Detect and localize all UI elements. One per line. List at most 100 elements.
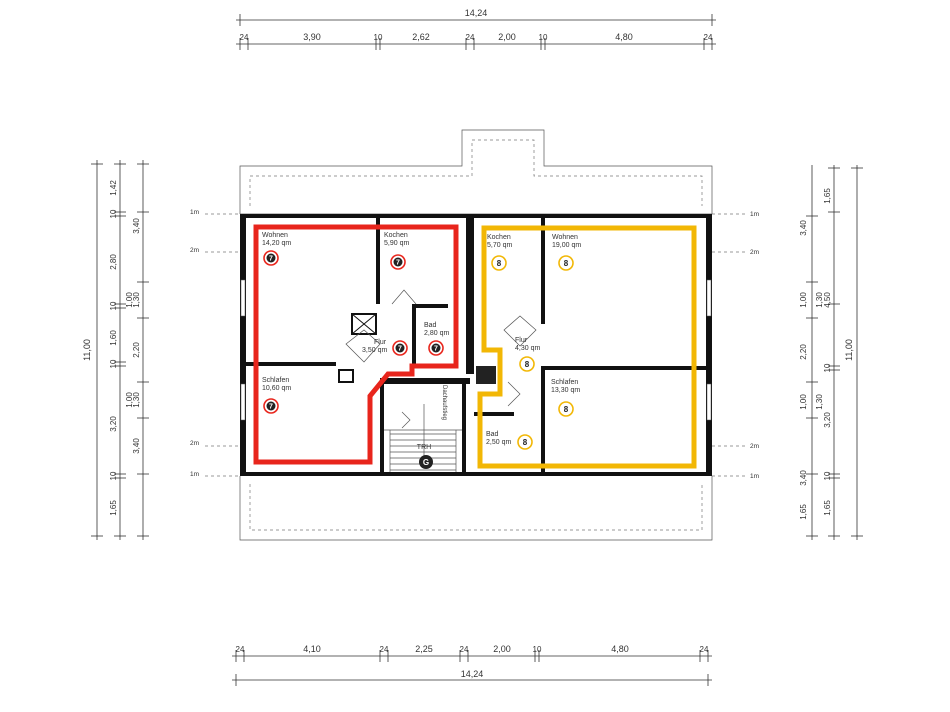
right-inner-seg-1: 1,65 [823,188,832,204]
right-seg-4: 1,00 [799,394,808,410]
left-seg-4: 10 [109,301,118,310]
level-right-2: 2m [750,249,759,256]
left-inner-seg-4: 1,30 [132,392,141,408]
left-seg-5: 1,60 [109,330,118,346]
room-7-bad-name: Bad [424,322,437,329]
stair-symbol: G [423,458,429,467]
room-7-schlafen-area: 10,60 qm [262,385,291,392]
level-left-3: 2m [190,440,199,447]
stair-symbol-circle [419,455,433,469]
room-8-wohnen-area: 19,00 qm [552,242,581,249]
top-seg-3: 10 [374,33,383,42]
top-seg-4: 2,62 [412,32,430,42]
unit-7-outline [253,224,459,465]
room-7-bad-area: 2,80 qm [424,330,449,337]
room-8-flur-name: Flur [515,337,528,344]
room-7-wohnen-area: 14,20 qm [262,240,291,247]
left-seg-8: 10 [109,471,118,480]
walls [240,214,712,476]
top-seg-2: 3,90 [303,32,321,42]
staircase: TRH G Dachaufstieg [384,385,462,472]
svg-text:8: 8 [564,405,569,414]
unit-8-badge: 8 [491,255,507,271]
right-seg-6: 1,65 [799,504,808,520]
room-7-kochen-area: 5,90 qm [384,240,409,247]
unit-8-badge: 8 [558,401,574,417]
right-seg-2: 1,00 [799,292,808,308]
left-seg-9: 1,65 [109,500,118,516]
level-right-1: 1m [750,211,759,218]
svg-text:7: 7 [269,404,273,411]
left-inner-seg-6: 1,00 [125,292,134,308]
room-8-kochen-area: 5,70 qm [487,242,512,249]
level-right-4: 1m [750,473,759,480]
top-seg-5: 24 [466,33,475,42]
level-left-4: 1m [190,471,199,478]
bottom-seg-3: 24 [380,645,389,654]
svg-text:8: 8 [497,259,502,268]
room-8-schlafen-name: Schlafen [551,379,578,386]
right-seg-3: 2,20 [799,344,808,360]
bottom-seg-7: 10 [533,645,542,654]
top-dimension-chain: 14,24 24 3,90 10 2,62 24 2,00 10 4,80 24 [236,8,716,50]
right-inner-seg-5: 1,30 [815,394,824,410]
svg-text:7: 7 [269,256,273,263]
left-seg-3: 2,80 [109,254,118,270]
room-8-bad-name: Bad [486,431,499,438]
level-left-1: 1m [190,209,199,216]
top-seg-9: 24 [704,33,713,42]
bottom-overall-dim: 14,24 [461,669,484,679]
roof-outline [239,129,713,541]
room-7-kochen-name: Kochen [384,232,408,239]
unit-8-rooms: Kochen 5,70 qm Wohnen 19,00 qm Flur 4,30… [486,234,581,446]
left-inner-seg-1: 3,40 [132,218,141,234]
unit-8-badges: 8 8 8 8 8 [491,255,574,450]
room-8-flur-area: 4,30 qm [515,345,540,352]
right-seg-1: 3,40 [799,220,808,236]
top-seg-7: 10 [539,33,548,42]
svg-text:7: 7 [398,346,402,353]
left-seg-1: 1,42 [109,180,118,196]
bottom-seg-4: 2,25 [415,644,433,654]
level-markers: 1m 2m 2m 1m 1m 2m 2m 1m [190,209,759,480]
unit-7-badge: 7 [390,254,406,270]
room-8-wohnen-name: Wohnen [552,234,578,241]
right-inner-seg-2: 4,50 [823,292,832,308]
top-seg-6: 2,00 [498,32,516,42]
unit-8-badge: 8 [558,255,574,271]
left-seg-2: 10 [109,209,118,218]
svg-text:8: 8 [564,259,569,268]
bottom-seg-5: 24 [460,645,469,654]
bottom-seg-2: 4,10 [303,644,321,654]
left-dimension-chain: 11,00 1,42 10 2,80 10 1,60 10 3,20 10 1,… [82,160,149,540]
top-overall-dim: 14,24 [465,8,488,18]
room-7-wohnen-name: Wohnen [262,232,288,239]
bottom-seg-9: 24 [700,645,709,654]
svg-text:7: 7 [434,346,438,353]
left-seg-6: 10 [109,359,118,368]
unit-7-badge: 7 [263,398,279,414]
svg-text:8: 8 [525,360,530,369]
right-inner-seg-6: 3,20 [823,412,832,428]
unit-7-rooms: Wohnen 14,20 qm Kochen 5,90 qm Bad 2,80 … [262,232,449,392]
left-seg-7: 3,20 [109,416,118,432]
room-8-kochen-name: Kochen [487,234,511,241]
bottom-seg-8: 4,80 [611,644,629,654]
right-inner-seg-7: 10 [823,471,832,480]
level-right-3: 2m [750,443,759,450]
left-overall-dim: 11,00 [82,339,92,361]
room-7-schlafen-name: Schlafen [262,377,289,384]
right-inner-seg-8: 1,65 [823,500,832,516]
unit-8-badge: 8 [519,356,535,372]
unit-7-badge: 7 [392,340,408,356]
door-swings [345,289,537,407]
stair-note: Dachaufstieg [441,385,447,420]
right-inner-seg-4: 10 [823,363,832,372]
top-seg-1: 24 [240,33,249,42]
stair-label: TRH [417,444,431,451]
right-seg-5: 3,40 [799,470,808,486]
svg-text:8: 8 [523,438,528,447]
unit-7-badges: 7 7 7 7 7 [263,250,444,414]
room-7-flur-area: 3,50 qm [362,347,387,354]
